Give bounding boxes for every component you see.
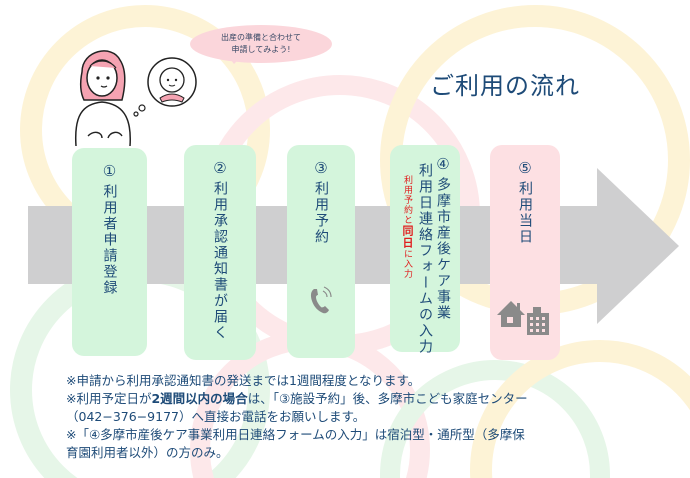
speech-bubble: 出産の準備と合わせて 申請してみよう! [190, 25, 332, 63]
note-bold: 同日 [401, 225, 414, 249]
note-post: に入力 [402, 249, 412, 279]
note-pre: 利用予約と [402, 175, 412, 225]
note-line-4: ※「④多摩市産後ケア事業利用日連絡フォームの入力」は宿泊型・通所型（多摩保 [66, 427, 525, 442]
note-line-2-bold: 2週間以内の場合 [151, 391, 248, 406]
flow-arrow-head [597, 168, 679, 324]
step-3-number: ③ [314, 159, 328, 177]
step-1-label: 利用者申請登録 [101, 184, 118, 296]
step-2-label: 利用承認通知書が届く [212, 181, 228, 341]
note-line-5: 育園利用者以外）の方のみ。 [66, 445, 229, 460]
step-4-number: ④ [436, 155, 450, 173]
step-2-number: ② [213, 159, 227, 177]
step-4-same-day-note: 利用予約と同日に入力 [399, 175, 415, 279]
page-title: ご利用の流れ [430, 72, 580, 100]
step-1-number: ① [102, 162, 117, 180]
step-4-label-line1: 多摩市産後ケア事業 [435, 177, 451, 321]
notes-section: ※申請から利用承認通知書の発送までは1週間程度となります。 ※利用予定日が2週間… [66, 372, 528, 462]
phone-icon [310, 286, 332, 314]
pregnant-woman-illustration [74, 50, 197, 146]
speech-bubble-tail [228, 56, 242, 64]
note-line-2: ※利用予定日が2週間以内の場合は、「③施設予約」後、多摩市こども家庭センター [66, 390, 528, 408]
step-2-card: ② 利用承認通知書が届く [184, 145, 256, 360]
note-line-2-pre: ※利用予定日が [66, 391, 152, 406]
house-building-icon [497, 301, 549, 335]
note-line-2-post: は、「③施設予約」後、多摩市こども家庭センター [247, 391, 528, 406]
step-3-card: ③ 利用予約 [287, 145, 355, 358]
step-5-card: ⑤ 利用当日 [490, 145, 560, 360]
step-4-col-main: ④ 多摩市産後ケア事業 [435, 155, 451, 321]
speech-bubble-line2: 申請してみよう! [231, 45, 291, 54]
step-5-label: 利用当日 [517, 181, 533, 245]
step-5-number: ⑤ [518, 159, 532, 177]
note-line-3: （042−376−9177）へ直接お電話をお願いします。 [66, 409, 366, 424]
step-4-label-line2: 利用日連絡フォームの入力 [417, 163, 433, 355]
step-4-content: ④ 多摩市産後ケア事業 利用日連絡フォームの入力 利用予約と同日に入力 [399, 155, 451, 355]
step-1-card: ① 利用者申請登録 [72, 148, 147, 356]
speech-bubble-line1: 出産の準備と合わせて [221, 33, 301, 42]
note-line-1: ※申請から利用承認通知書の発送までは1週間程度となります。 [66, 373, 421, 388]
step-3-label: 利用予約 [313, 181, 329, 245]
step-4-card: ④ 多摩市産後ケア事業 利用日連絡フォームの入力 利用予約と同日に入力 [390, 145, 460, 355]
